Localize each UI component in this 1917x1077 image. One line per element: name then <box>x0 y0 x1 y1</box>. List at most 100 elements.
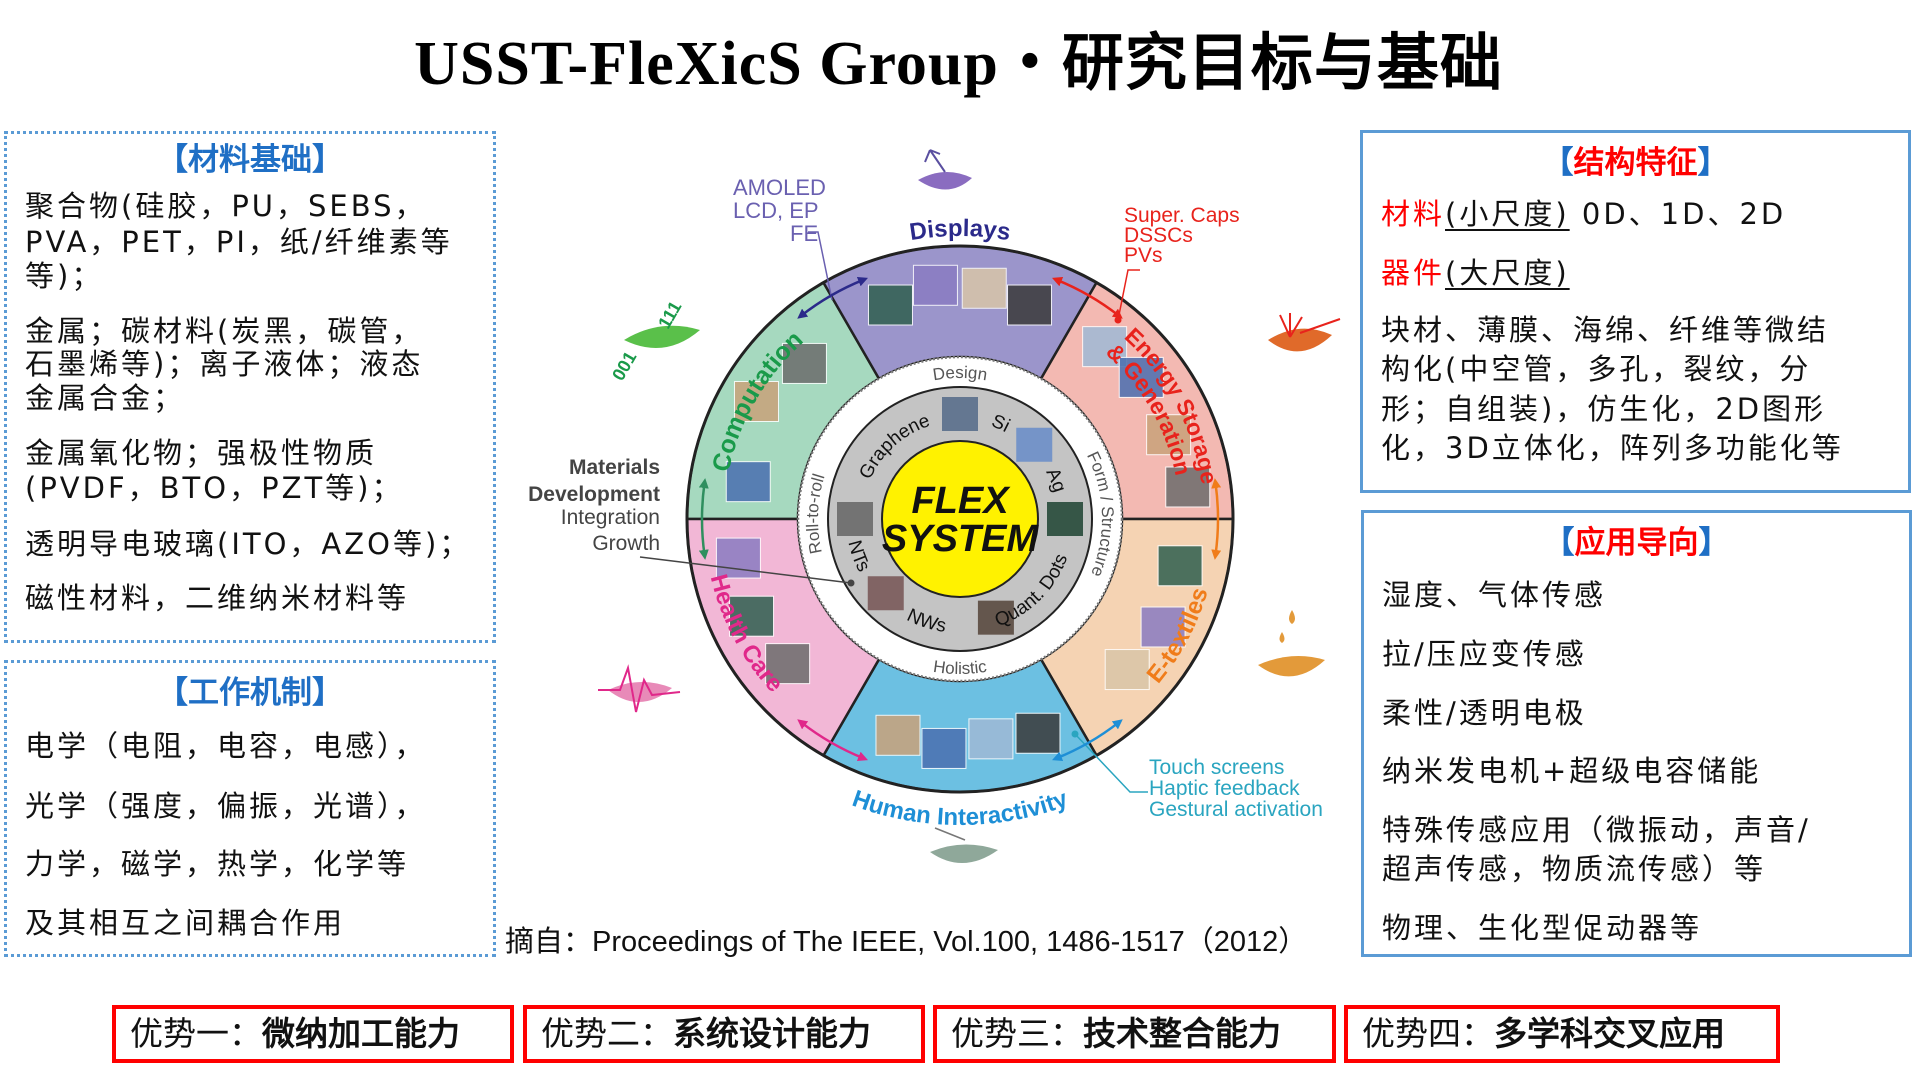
energy-tech-label: DSSCs <box>1124 224 1193 247</box>
center-circle <box>881 440 1039 598</box>
text-line: 化，3D立体化，阵列多功能化等 <box>1381 431 1844 465</box>
water-drop-icon <box>1279 610 1295 643</box>
heading-text: 应用导向 <box>1574 525 1699 561</box>
advantage-2: 优势二：系统设计能力 <box>523 1005 925 1063</box>
photo-thumbnail <box>1007 284 1053 326</box>
citation: 摘自：Proceedings of The IEEE, Vol.100, 148… <box>505 926 1308 958</box>
photo-thumbnail <box>1146 414 1192 456</box>
page-title: USST-FleXicS Group・研究目标与基础 <box>414 30 1503 98</box>
center-label-system: SYSTEM <box>882 518 1040 560</box>
structure-features-panel: 【结构特征】 材料(小尺度) 0D、1D、2D 器件(大尺度) 块材、薄膜、海绵… <box>1360 130 1911 493</box>
text-line: 拉/压应变传感 <box>1382 637 1587 671</box>
material-dims: 0D、1D、2D <box>1581 197 1787 231</box>
text-line: 柔性/透明电极 <box>1382 696 1587 730</box>
bracket: 】 <box>1698 525 1730 561</box>
text-line: 电学（电阻，电容，电感）， <box>25 729 427 763</box>
hci-tech-label: Haptic feedback <box>1149 777 1300 800</box>
display-leaf-icon <box>918 171 972 190</box>
text-line: 块材、薄膜、海绵、纤维等微结 <box>1381 313 1830 347</box>
device-label: 器件 <box>1381 256 1446 290</box>
text-line: 光学（强度，偏振，光谱）， <box>25 789 427 823</box>
bracket: 【 <box>157 675 188 711</box>
material-thumbnail <box>837 502 873 536</box>
working-mechanism-panel: 【工作机制】 电学（电阻，电容，电感）， 光学（强度，偏振，光谱）， 力学，磁学… <box>4 660 496 957</box>
text-line: 物理、生化型促动器等 <box>1382 911 1703 945</box>
double-arrow-icon <box>1052 719 1123 761</box>
material-thumbnail <box>942 397 978 431</box>
advantage-prefix: 优势三： <box>951 1015 1083 1052</box>
application-orientation-panel: 【应用导向】 湿度、气体传感 拉/压应变传感 柔性/透明电极 纳米发电机+超级电… <box>1361 510 1912 957</box>
application-orientation-heading: 【应用导向】 <box>1364 517 1909 562</box>
photo-thumbnail <box>867 284 913 326</box>
center-label-flex: FLEX <box>911 480 1011 522</box>
device-scale-line: 器件(大尺度) <box>1381 256 1570 290</box>
heading-text: 材料基础 <box>188 142 312 178</box>
photo-thumbnail <box>875 714 921 756</box>
text-line: 金属；碳材料(炭黑，碳管， <box>25 314 424 348</box>
double-arrow-icon <box>797 277 868 319</box>
structure-features-heading: 【结构特征】 <box>1363 137 1908 182</box>
label-holistic-path: Holistic <box>932 657 988 678</box>
text-line: 聚合物(硅胶，PU，SEBS， <box>25 189 427 223</box>
text-line: 形；自组装)，仿生化，2D图形 <box>1381 392 1827 426</box>
advantage-text: 微纳加工能力 <box>262 1015 460 1052</box>
double-arrow-icon <box>1052 277 1123 319</box>
text-line: 纳米发电机+超级电容储能 <box>1382 754 1762 788</box>
bracket: 】 <box>1697 145 1729 181</box>
photo-thumbnail <box>912 264 958 306</box>
leader-dot <box>1114 316 1122 324</box>
text-line: 透明导电玻璃(ITO，AZO等)； <box>25 527 472 561</box>
leader-dot <box>847 579 855 587</box>
hci-tech-label: Touch screens <box>1149 756 1284 779</box>
light-ray-icon <box>924 149 946 173</box>
bracket: 】 <box>312 675 343 711</box>
label-design-path: Design <box>931 363 988 384</box>
text-line: 金属氧化物；强极性物质 <box>25 436 378 470</box>
photo-thumbnail <box>1118 356 1164 398</box>
label-displays-path: Displays <box>908 215 1013 246</box>
text-line: 石墨烯等)；离子液体；液态 <box>25 347 424 381</box>
material-thumbnail <box>1047 502 1083 536</box>
touch-pointer-icon <box>934 827 966 841</box>
energy-tech-label: PVs <box>1124 244 1163 267</box>
advantage-3: 优势三：技术整合能力 <box>933 1005 1336 1063</box>
text-line: 构化(中空管，多孔，裂纹，分 <box>1381 352 1812 386</box>
advantage-4: 优势四：多学科交叉应用 <box>1344 1005 1780 1063</box>
displays-tech-label: FE <box>790 221 818 246</box>
text-line: 金属合金； <box>25 381 186 415</box>
advantage-text: 多学科交叉应用 <box>1494 1015 1725 1052</box>
double-arrow-icon <box>797 719 868 761</box>
energy-tech-label: Super. Caps <box>1124 204 1240 227</box>
materials-basis-panel: 【材料基础】 聚合物(硅胶，PU，SEBS， PVA，PET，PI，纸/纤维素等… <box>4 131 496 643</box>
label-holistic: Holistic <box>932 657 988 678</box>
leader-dot <box>1071 730 1079 738</box>
text-line: 湿度、气体传感 <box>1382 578 1607 612</box>
double-arrow-icon <box>1211 478 1222 560</box>
bracket: 【 <box>157 142 188 178</box>
text-line: 等)； <box>25 259 104 293</box>
text-line: 超声传感，物质流传感）等 <box>1382 852 1767 886</box>
photo-thumbnail <box>725 461 771 503</box>
bracket: 【 <box>1542 145 1574 181</box>
hci-tech-label: Gestural activation <box>1149 798 1323 821</box>
materials-basis-heading: 【材料基础】 <box>7 134 493 179</box>
displays-tech-label: AMOLED <box>733 175 826 200</box>
heading-text: 结构特征 <box>1573 145 1698 181</box>
bracket: 【 <box>1543 525 1575 561</box>
photo-thumbnail <box>1140 606 1186 648</box>
e-textile-leaf-icon <box>1258 656 1325 677</box>
advantage-1: 优势一：微纳加工能力 <box>112 1005 514 1063</box>
material-scale: (小尺度) <box>1445 197 1570 231</box>
computation-leaf-icon <box>624 325 700 348</box>
photo-thumbnail <box>921 727 967 769</box>
photo-thumbnail <box>1104 649 1150 691</box>
materials-dev-label: Materials <box>569 456 660 479</box>
outer-ring <box>685 244 1235 794</box>
heading-text: 工作机制 <box>188 675 312 711</box>
material-thumbnail <box>867 576 904 611</box>
text-line: (PVDF，BTO，PZT等)； <box>25 471 404 505</box>
materials-dev-label: Integration <box>561 506 660 529</box>
text-line: 及其相互之间耦合作用 <box>25 906 346 940</box>
photo-thumbnail <box>961 267 1007 309</box>
